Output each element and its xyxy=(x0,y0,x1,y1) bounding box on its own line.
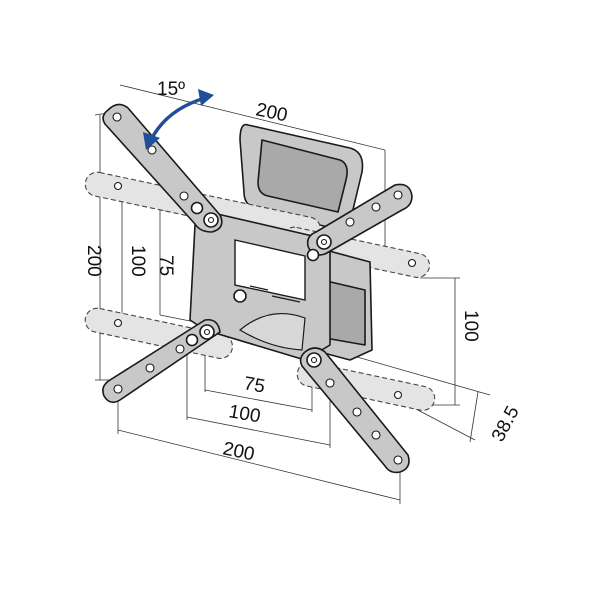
bottom-inner-label: 75 xyxy=(242,373,266,397)
left-outer-label: 200 xyxy=(83,245,104,277)
wall-plate xyxy=(239,123,364,230)
bottom-outer-label: 200 xyxy=(221,438,256,465)
top-width-label: 200 xyxy=(254,99,289,126)
bottom-middle-label: 100 xyxy=(227,401,262,427)
dimension-frame-lines xyxy=(94,84,491,504)
right-height-label: 100 xyxy=(460,310,481,342)
angle-label: 15º xyxy=(157,79,185,100)
tilt-bracket xyxy=(189,209,373,361)
vesa-arms xyxy=(102,103,413,474)
depth-label: 38.5 xyxy=(488,403,524,446)
left-middle-label: 100 xyxy=(127,245,148,277)
left-inner-label: 75 xyxy=(155,255,176,276)
tilt-arrow-icon xyxy=(143,89,214,150)
